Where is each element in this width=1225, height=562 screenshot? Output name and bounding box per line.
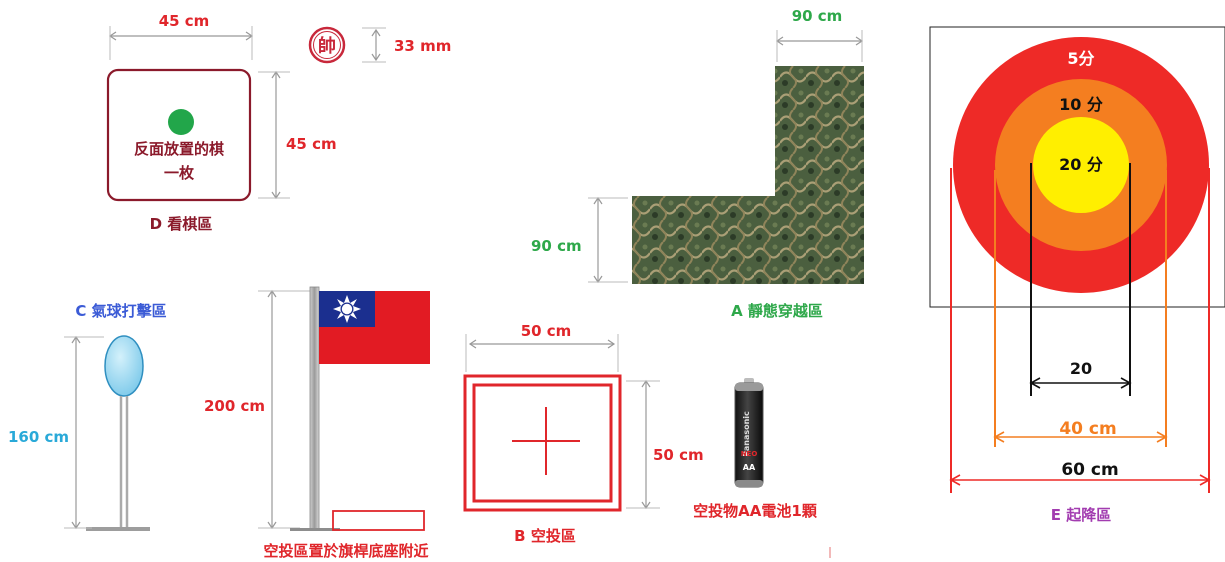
zone-a: 90 cm 90 cm A 靜態穿越區	[531, 7, 864, 320]
aa-battery-icon: Panasonic NEO AA	[734, 378, 764, 488]
zone-e: 5分 10 分 20 分 20 40 cm 60 cm E 起降區	[929, 26, 1225, 524]
zone-e-caption: E 起降區	[1051, 506, 1111, 524]
score-middle: 10 分	[1059, 95, 1103, 114]
zone-d: 45 cm 反面放置的棋 一枚 D 看棋區 45 cm 帥 33 mm	[106, 12, 451, 233]
battery-sub: NEO	[741, 450, 758, 458]
zone-b-height-label: 50 cm	[653, 446, 704, 464]
target-inner-circle	[1033, 117, 1129, 213]
flag-pole-base	[290, 528, 340, 531]
zone-d-width-label: 45 cm	[159, 12, 210, 30]
battery-caption: 空投物AA電池1顆	[693, 502, 818, 520]
score-outer: 5分	[1067, 49, 1094, 68]
battery-brand: Panasonic	[742, 411, 751, 457]
dim-middle-label: 40 cm	[1059, 419, 1116, 439]
camouflage-net-image	[632, 66, 864, 284]
balloon-icon	[104, 335, 144, 397]
zone-b-width-label: 50 cm	[521, 322, 572, 340]
chess-piece-dot	[168, 109, 194, 135]
zone-b-outer-frame	[463, 374, 622, 512]
seal-character: 帥	[318, 35, 336, 57]
zone-d-caption: D 看棋區	[150, 215, 213, 233]
zone-c-height-label: 160 cm	[8, 428, 69, 446]
zone-b: 50 cm 50 cm B 空投區	[463, 322, 704, 545]
zone-d-height-label: 45 cm	[286, 135, 337, 153]
zone-c: C 氣球打擊區 160 cm	[8, 302, 167, 531]
general-seal-icon: 帥	[308, 26, 346, 64]
seal-size-label: 33 mm	[394, 37, 451, 55]
zone-d-text-line1: 反面放置的棋	[134, 140, 224, 158]
dim-outer-label: 60 cm	[1061, 460, 1118, 480]
dim-inner-label: 20	[1070, 359, 1092, 378]
zone-a-width-label: 90 cm	[792, 7, 843, 25]
zone-d-text-line2: 一枚	[164, 164, 195, 182]
flag-icon	[319, 291, 430, 364]
battery-size: AA	[743, 463, 756, 472]
zone-c-caption: C 氣球打擊區	[75, 302, 166, 320]
zone-b-inner-frame	[472, 383, 613, 503]
sun-icon	[333, 295, 361, 323]
drop-zone-marker	[332, 510, 425, 531]
balloon-stand-base	[86, 527, 150, 531]
zone-a-height-label: 90 cm	[531, 237, 582, 255]
zone-b-caption: B 空投區	[514, 527, 576, 545]
flag-pole	[309, 286, 320, 531]
flag-pole-height-label: 200 cm	[204, 397, 265, 415]
flag-pole-caption: 空投區置於旗桿底座附近	[263, 542, 428, 560]
zone-a-caption: A 靜態穿越區	[731, 302, 823, 320]
score-inner: 20 分	[1059, 155, 1103, 174]
zone-d-board	[106, 68, 252, 202]
flag-pole-area: 200 cm 空投區置於旗桿底座附近	[204, 286, 430, 560]
